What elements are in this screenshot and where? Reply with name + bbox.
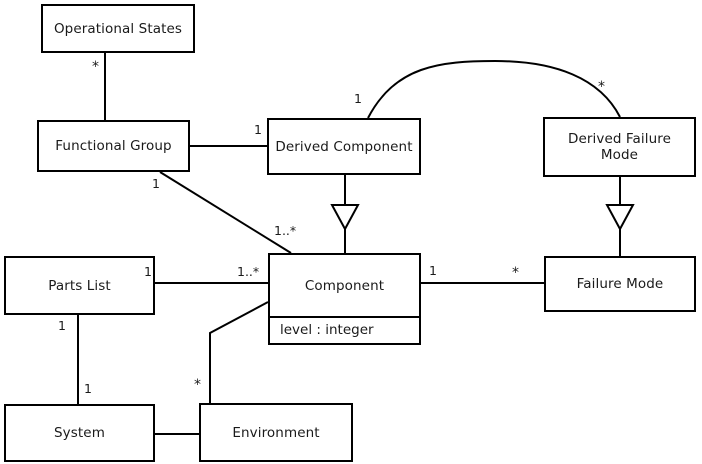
class-name-component: Component	[304, 277, 385, 294]
class-box-failure-mode[interactable]: Failure Mode	[544, 256, 696, 312]
edge-environment-component	[209, 301, 269, 403]
class-box-derived-failure-mode[interactable]: Derived Failure Mode	[543, 117, 696, 177]
edge-functional-group-component	[159, 171, 292, 254]
class-box-functional-group[interactable]: Functional Group	[37, 120, 190, 172]
class-name-parts-list: Parts List	[48, 277, 111, 294]
multiplicity-environment-top: *	[194, 377, 201, 393]
class-box-parts-list[interactable]: Parts List	[4, 256, 155, 315]
multiplicity-functional-group-bottom: 1	[152, 176, 160, 191]
class-name-derived-failure-mode: Derived Failure Mode	[567, 131, 672, 163]
class-box-environment[interactable]: Environment	[199, 403, 353, 462]
class-attribute-level: level : integer	[270, 316, 419, 343]
class-name-system: System	[54, 425, 105, 441]
multiplicity-parts-list-bottom: 1	[58, 318, 66, 333]
multiplicity-system-top: 1	[84, 381, 92, 396]
class-name-operational-states: Operational States	[53, 20, 183, 37]
class-name-failure-mode: Failure Mode	[576, 276, 664, 292]
multiplicity-functional-group-component-end: 1..*	[274, 223, 297, 238]
multiplicity-derived-failure-mode-curve: *	[598, 79, 605, 95]
class-name-functional-group: Functional Group	[55, 138, 172, 154]
multiplicity-derived-component-curve: 1	[354, 91, 362, 106]
class-box-component[interactable]: Component level : integer	[268, 253, 421, 345]
multiplicity-component-left: 1..*	[237, 264, 260, 279]
multiplicity-derived-component-left: 1	[254, 122, 262, 137]
multiplicity-failure-mode-left: *	[512, 265, 519, 281]
edge-derived-component-derived-failure-mode-curve	[367, 59, 621, 119]
generalization-triangle-failure-mode	[605, 204, 635, 232]
generalization-triangle-component	[330, 204, 360, 232]
class-box-operational-states[interactable]: Operational States	[41, 4, 195, 53]
class-box-derived-component[interactable]: Derived Component	[267, 118, 421, 175]
multiplicity-parts-list-right: 1	[144, 264, 152, 279]
class-name-environment: Environment	[232, 424, 320, 441]
multiplicity-component-right: 1	[429, 263, 437, 278]
class-name-derived-component: Derived Component	[275, 138, 413, 155]
multiplicity-operational-states-functional-group: *	[92, 59, 99, 75]
class-box-system[interactable]: System	[4, 404, 155, 462]
